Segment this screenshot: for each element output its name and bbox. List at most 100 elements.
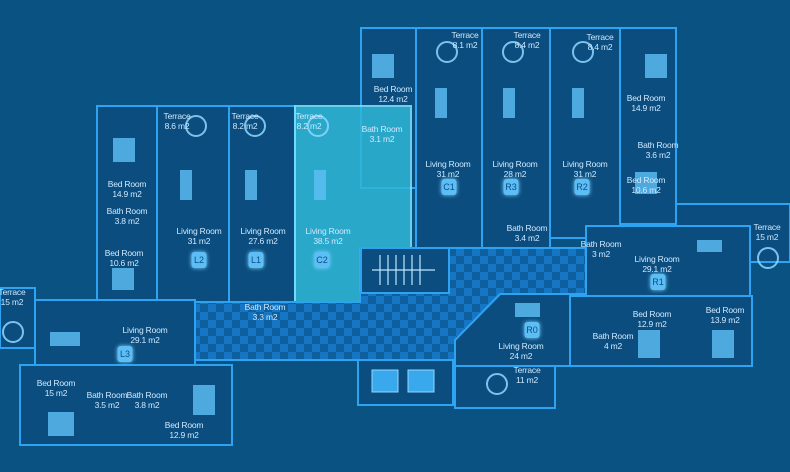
unit-badge-r0[interactable]: R0 bbox=[524, 322, 540, 338]
room-area: 29.1 m2 bbox=[642, 264, 672, 274]
room-name: Bath Room bbox=[86, 390, 128, 400]
room-name: Bed Room bbox=[626, 93, 666, 103]
room-area: 13.9 m2 bbox=[710, 315, 740, 325]
lift-1 bbox=[371, 369, 399, 393]
room-name: Bath Room bbox=[126, 390, 168, 400]
room-area: 3.5 m2 bbox=[94, 400, 120, 410]
unit-r1 bbox=[585, 225, 751, 297]
room-name: Terrace bbox=[513, 30, 541, 40]
unit-l2 bbox=[156, 105, 230, 303]
room-area: 3.8 m2 bbox=[114, 216, 140, 226]
room-area: 15 m2 bbox=[755, 232, 779, 242]
room-area: 3 m2 bbox=[591, 249, 611, 259]
room-area: 8.4 m2 bbox=[587, 42, 613, 52]
room-area: 3.4 m2 bbox=[514, 233, 540, 243]
room-name: Terrace bbox=[295, 111, 323, 121]
room-name: Bath Room bbox=[580, 239, 622, 249]
room-name: Bed Room bbox=[107, 179, 147, 189]
room-name: Bed Room bbox=[626, 175, 666, 185]
room-area: 15 m2 bbox=[0, 297, 24, 307]
room-name: Bed Room bbox=[705, 305, 745, 315]
room-area: 8.4 m2 bbox=[514, 40, 540, 50]
unit-badge-l1[interactable]: L1 bbox=[248, 252, 264, 268]
room-area: 8.6 m2 bbox=[164, 121, 190, 131]
unit-badge-r3[interactable]: R3 bbox=[503, 179, 519, 195]
room-area: 12.9 m2 bbox=[637, 319, 667, 329]
lift-2 bbox=[407, 369, 435, 393]
unit-l1 bbox=[228, 105, 296, 321]
room-area: 31 m2 bbox=[573, 169, 597, 179]
room-area: 8.2 m2 bbox=[232, 121, 258, 131]
room-area: 3.1 m2 bbox=[369, 134, 395, 144]
room-name: Bath Room bbox=[244, 302, 286, 312]
room-area: 3.3 m2 bbox=[252, 312, 278, 322]
unit-r2 bbox=[549, 27, 621, 239]
unit-badge-l3[interactable]: L3 bbox=[117, 346, 133, 362]
room-area: 10.6 m2 bbox=[109, 258, 139, 268]
unit-badge-r2[interactable]: R2 bbox=[574, 179, 590, 195]
room-area: 24 m2 bbox=[509, 351, 533, 361]
room-name: Bath Room bbox=[506, 223, 548, 233]
room-name: Terrace bbox=[586, 32, 614, 42]
room-name: Bed Room bbox=[104, 248, 144, 258]
room-area: 3.6 m2 bbox=[645, 150, 671, 160]
room-area: 27.6 m2 bbox=[248, 236, 278, 246]
room-name: Terrace bbox=[451, 30, 479, 40]
room-name: Living Room bbox=[634, 254, 680, 264]
room-area: 31 m2 bbox=[187, 236, 211, 246]
corridor bbox=[194, 247, 587, 361]
room-name: Bed Room bbox=[164, 420, 204, 430]
room-area: 8.2 m2 bbox=[296, 121, 322, 131]
room-area: 28 m2 bbox=[503, 169, 527, 179]
room-area: 31 m2 bbox=[436, 169, 460, 179]
stairs-icon bbox=[372, 255, 435, 285]
room-name: Bath Room bbox=[361, 124, 403, 134]
room-area: 29.1 m2 bbox=[130, 335, 160, 345]
room-area: 38.5 m2 bbox=[313, 236, 343, 246]
room-name: Living Room bbox=[240, 226, 286, 236]
room-area: 12.4 m2 bbox=[378, 94, 408, 104]
unit-badge-l2[interactable]: L2 bbox=[191, 252, 207, 268]
unit-badge-r1[interactable]: R1 bbox=[650, 274, 666, 290]
unit-badge-c1[interactable]: C1 bbox=[441, 179, 457, 195]
room-name: Bed Room bbox=[373, 84, 413, 94]
room-name: Terrace bbox=[753, 222, 781, 232]
room-name: Living Room bbox=[122, 325, 168, 335]
room-name: Living Room bbox=[425, 159, 471, 169]
room-area: 3.8 m2 bbox=[134, 400, 160, 410]
terrace-furniture-icons bbox=[2, 41, 779, 395]
room-name: Bath Room bbox=[637, 140, 679, 150]
terrace-r0 bbox=[454, 365, 556, 409]
room-name: Terrace bbox=[163, 111, 191, 121]
unit-badge-c2[interactable]: C2 bbox=[314, 252, 330, 268]
room-name: Bath Room bbox=[106, 206, 148, 216]
